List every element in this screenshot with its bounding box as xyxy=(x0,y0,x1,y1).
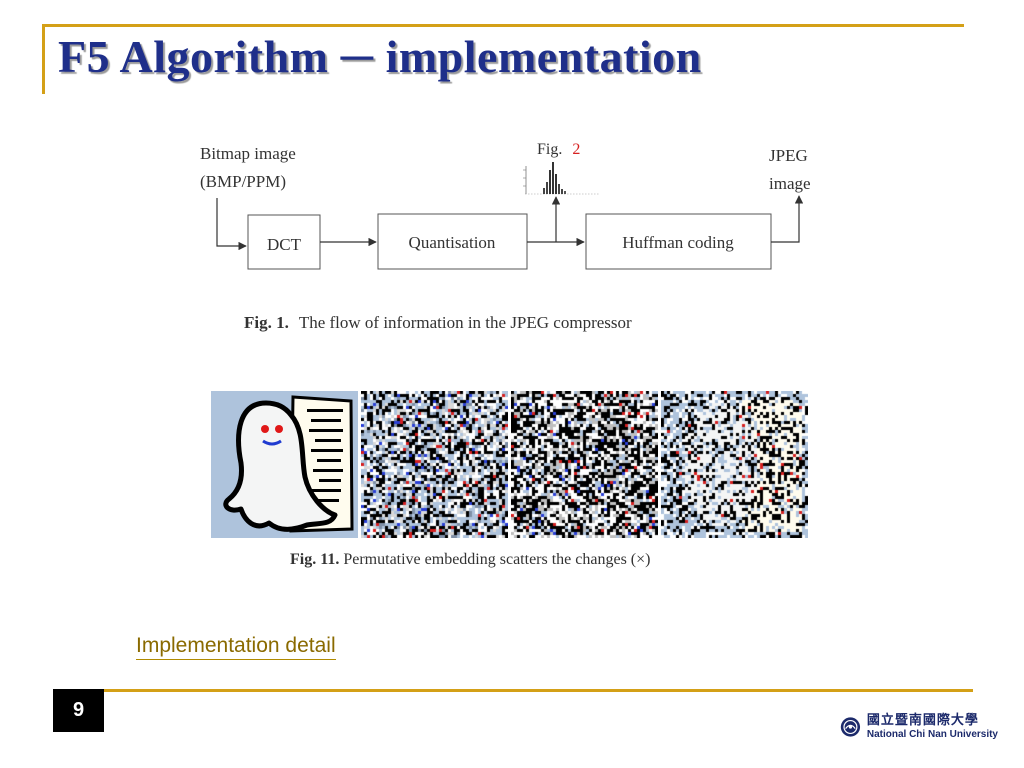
noise-panel-changes xyxy=(361,391,508,538)
ghost-embedded-panel xyxy=(661,391,808,538)
permutative-embedding-figure xyxy=(211,391,809,538)
noise-pattern-2 xyxy=(511,391,658,538)
ghost-embedded-pattern xyxy=(661,391,808,538)
ncnu-seal-icon xyxy=(840,717,861,737)
left-accent-rule xyxy=(42,24,45,94)
input-label-line2: (BMP/PPM) xyxy=(200,172,286,191)
fig11-caption-text: Permutative embedding scatters the chang… xyxy=(343,551,651,568)
output-label-line1: JPEG xyxy=(769,146,808,165)
huffman-box-label: Huffman coding xyxy=(622,233,734,252)
quantisation-box-label: Quantisation xyxy=(409,233,496,252)
output-label-line2: image xyxy=(769,174,811,193)
university-name-english: National Chi Nan University xyxy=(866,729,998,740)
fig11-caption-bold: Fig. 11. xyxy=(290,551,340,568)
fig-ref-label: Fig. 2 xyxy=(537,141,580,158)
fig1-caption-text: The flow of information in the JPEG comp… xyxy=(299,313,632,332)
fig-ref-prefix: Fig. xyxy=(537,141,562,158)
input-arrow xyxy=(216,198,247,251)
noise-panel-permuted xyxy=(511,391,658,538)
fig11-caption: Fig. 11. Permutative embedding scatters … xyxy=(290,551,650,569)
fig1-caption-bold: Fig. 1. xyxy=(244,313,289,332)
input-label-line1: Bitmap image xyxy=(200,144,296,163)
university-name-chinese: 國立暨南國際大學 xyxy=(866,713,979,728)
implementation-detail-link[interactable]: Implementation detail xyxy=(136,634,336,660)
bottom-accent-rule xyxy=(104,689,973,692)
university-logo-text: 國立暨南國際大學 National Chi Nan University xyxy=(867,714,998,740)
slide-title: F5 Algorithm ─ implementation xyxy=(58,31,702,82)
fig-ref-number: 2 xyxy=(572,141,580,158)
dct-box-label: DCT xyxy=(267,235,302,254)
page-number: 9 xyxy=(53,689,104,732)
noise-pattern-1 xyxy=(361,391,508,538)
huffman-box xyxy=(585,213,772,270)
output-arrow xyxy=(771,195,804,243)
ghost-original-panel xyxy=(211,391,358,538)
histogram-thumbnail-icon xyxy=(523,162,600,195)
top-accent-rule xyxy=(42,24,964,27)
ghost-illustration-icon xyxy=(211,391,358,538)
jpeg-flow-diagram: Bitmap image (BMP/PPM) Fig. 2 JPEG image… xyxy=(200,141,811,332)
fig1-caption: Fig. 1. The flow of information in the J… xyxy=(244,313,632,332)
dct-box xyxy=(247,214,321,270)
university-logo: 國立暨南國際大學 National Chi Nan University xyxy=(840,709,998,745)
